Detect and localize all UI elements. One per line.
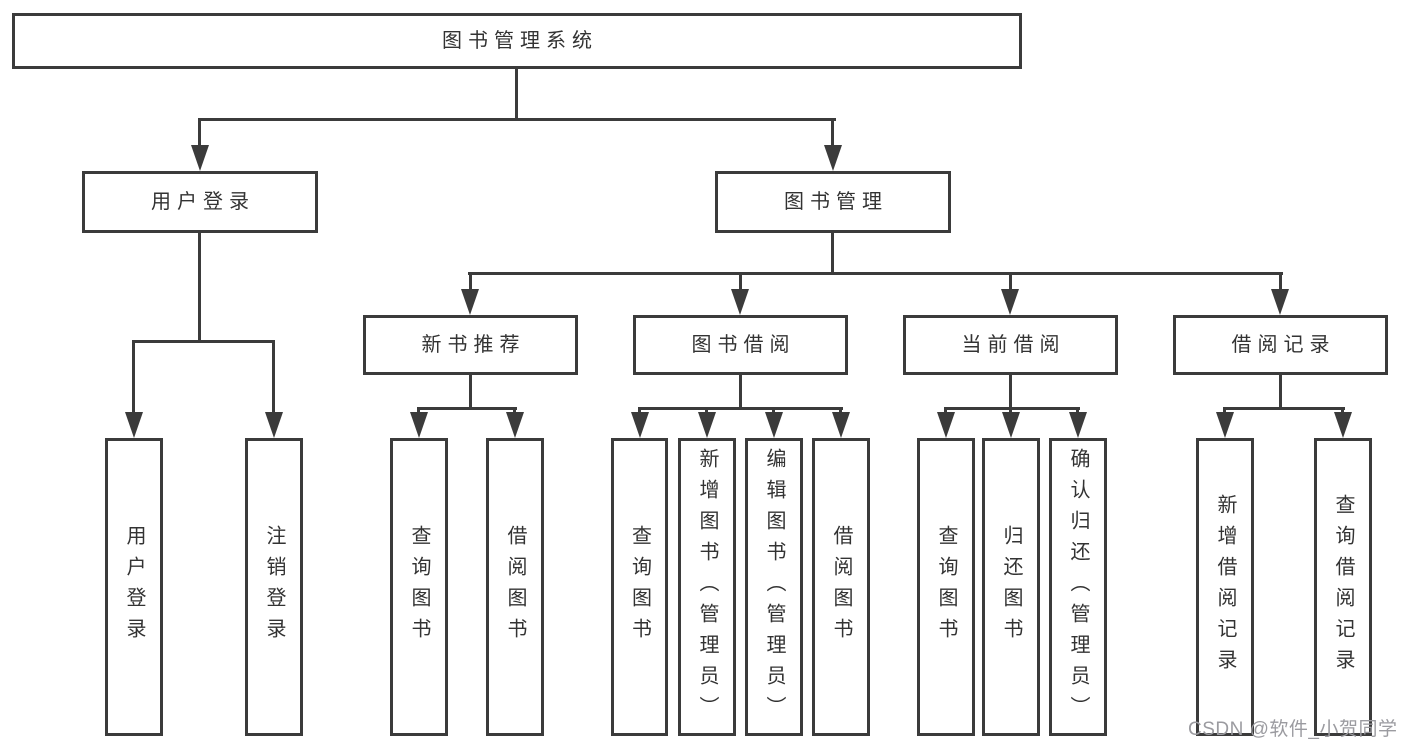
leaf-newbooks-borrow-books: 借阅图书: [486, 438, 544, 736]
arrow-down-icon: [765, 412, 783, 438]
node-user-login-label: 用户登录: [151, 191, 255, 213]
leaf-newbooks-query-books-label: 查询图书: [408, 525, 430, 649]
connector-current-borrow-hbar: [944, 407, 1080, 410]
connector-new-books-stem: [469, 375, 472, 407]
arrow-down-icon: [191, 145, 209, 171]
arrow-down-icon: [832, 412, 850, 438]
node-new-book-recommend-label: 新书推荐: [421, 334, 526, 356]
connector-current-borrow-stem: [1009, 375, 1012, 407]
leaf-borrow-query-books: 查询图书: [611, 438, 668, 736]
leaf-records-query-record-label: 查询借阅记录: [1332, 494, 1354, 680]
connector-borrow-records-hbar: [1223, 407, 1345, 410]
connector-level3-shaft-2: [739, 272, 742, 294]
node-borrow-records: 借阅记录: [1173, 315, 1388, 375]
leaf-borrow-edit-books-admin-label: 编辑图书（管理员）: [763, 447, 785, 727]
arrow-down-icon: [1334, 412, 1352, 438]
leaf-records-add-record-label: 新增借阅记录: [1214, 494, 1236, 680]
connector-user-login-shaft-2: [272, 340, 275, 415]
leaf-logout: 注销登录: [245, 438, 303, 736]
connector-level2-right-shaft: [831, 118, 834, 152]
arrow-down-icon: [937, 412, 955, 438]
leaf-current-return-books-label: 归还图书: [1000, 525, 1022, 649]
node-user-login: 用户登录: [82, 171, 318, 233]
node-current-borrow: 当前借阅: [903, 315, 1118, 375]
watermark: CSDN @软件_小贺同学: [1188, 719, 1398, 740]
connector-level3-shaft-1: [469, 272, 472, 294]
leaf-records-query-record: 查询借阅记录: [1314, 438, 1372, 736]
leaf-current-query-books: 查询图书: [917, 438, 975, 736]
connector-book-borrow-stem: [739, 375, 742, 407]
node-book-management-label: 图书管理: [784, 191, 888, 213]
connector-level3-shaft-4: [1279, 272, 1282, 294]
connector-book-mgmt-stem: [831, 233, 834, 272]
arrow-down-icon: [1069, 412, 1087, 438]
leaf-borrow-add-books-admin: 新增图书（管理员）: [678, 438, 736, 736]
connector-borrow-records-stem: [1279, 375, 1282, 407]
leaf-current-query-books-label: 查询图书: [935, 525, 957, 649]
leaf-borrow-query-books-label: 查询图书: [628, 525, 651, 649]
arrow-down-icon: [125, 412, 143, 438]
arrow-down-icon: [1001, 289, 1019, 315]
leaf-borrow-borrow-books: 借阅图书: [812, 438, 870, 736]
arrow-down-icon: [1271, 289, 1289, 315]
arrow-down-icon: [698, 412, 716, 438]
leaf-current-confirm-return-admin-label: 确认归还（管理员）: [1067, 447, 1089, 727]
node-book-management: 图书管理: [715, 171, 951, 233]
arrow-down-icon: [461, 289, 479, 315]
connector-level2-left-shaft: [198, 118, 201, 152]
node-book-borrow: 图书借阅: [633, 315, 848, 375]
arrow-down-icon: [1002, 412, 1020, 438]
node-book-borrow-label: 图书借阅: [691, 334, 796, 356]
leaf-current-confirm-return-admin: 确认归还（管理员）: [1049, 438, 1107, 736]
leaf-borrow-borrow-books-label: 借阅图书: [830, 525, 852, 649]
connector-book-borrow-hbar: [638, 407, 843, 410]
node-root: 图书管理系统: [12, 13, 1022, 69]
arrow-down-icon: [731, 289, 749, 315]
leaf-newbooks-borrow-books-label: 借阅图书: [504, 525, 526, 649]
leaf-user-login-label: 用户登录: [123, 525, 145, 649]
leaf-borrow-edit-books-admin: 编辑图书（管理员）: [745, 438, 803, 736]
node-borrow-records-label: 借阅记录: [1231, 334, 1336, 356]
node-current-borrow-label: 当前借阅: [961, 334, 1066, 356]
node-root-label: 图书管理系统: [442, 30, 598, 52]
leaf-borrow-add-books-admin-label: 新增图书（管理员）: [696, 447, 718, 727]
connector-user-login-shaft-1: [132, 340, 135, 415]
arrow-down-icon: [265, 412, 283, 438]
arrow-down-icon: [1216, 412, 1234, 438]
arrow-down-icon: [631, 412, 649, 438]
connector-level3-shaft-3: [1009, 272, 1012, 294]
leaf-logout-label: 注销登录: [263, 525, 285, 649]
connector-user-login-stem: [198, 233, 201, 340]
leaf-newbooks-query-books: 查询图书: [390, 438, 448, 736]
arrow-down-icon: [824, 145, 842, 171]
arrow-down-icon: [410, 412, 428, 438]
connector-root-stem: [515, 69, 518, 118]
connector-level2-hbar: [198, 118, 836, 121]
connector-level3-hbar: [468, 272, 1283, 275]
connector-new-books-hbar: [417, 407, 517, 410]
arrow-down-icon: [506, 412, 524, 438]
connector-user-login-hbar: [132, 340, 275, 343]
leaf-user-login: 用户登录: [105, 438, 163, 736]
leaf-current-return-books: 归还图书: [982, 438, 1040, 736]
leaf-records-add-record: 新增借阅记录: [1196, 438, 1254, 736]
node-new-book-recommend: 新书推荐: [363, 315, 578, 375]
